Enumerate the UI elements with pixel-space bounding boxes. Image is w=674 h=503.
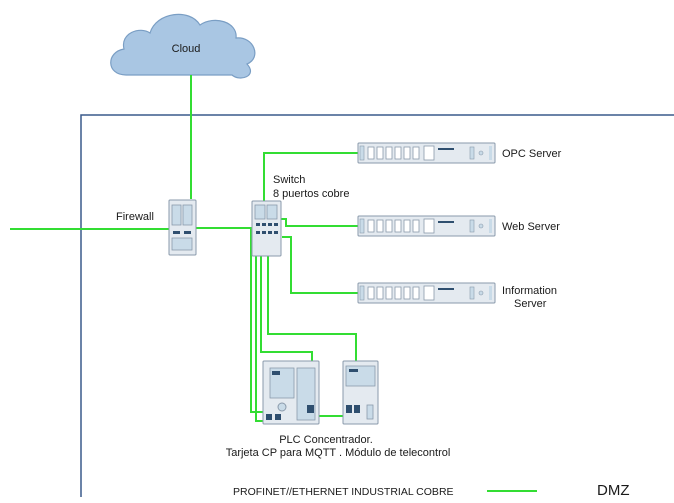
plc-label-line2: Tarjeta CP para MQTT . Módulo de telecon…	[226, 447, 451, 459]
cloud-icon	[110, 13, 256, 79]
dmz-zone-border	[80, 114, 674, 497]
link-switch-opc-server	[263, 152, 358, 212]
switch-label-line1: Switch	[273, 174, 305, 186]
link-switch-plc-a	[250, 227, 267, 413]
firewall-label: Firewall	[116, 211, 154, 223]
opc-server: OPC Server	[357, 142, 562, 164]
firewall-device: Firewall	[116, 199, 197, 256]
link-switch-information-server	[282, 236, 358, 294]
telecontrol-module	[342, 360, 379, 425]
opc-server-label: OPC Server	[502, 148, 562, 160]
dmz-label: DMZ	[597, 482, 630, 499]
switch-label-line2: 8 puertos cobre	[273, 188, 349, 200]
information-server-label-line1: Information	[502, 285, 557, 297]
web-server: Web Server	[357, 215, 560, 237]
link-switch-web-server	[272, 218, 358, 227]
information-server: Information Server	[357, 282, 557, 310]
web-server-label: Web Server	[502, 221, 560, 233]
legend-label: PROFINET//ETHERNET INDUSTRIAL COBRE	[233, 486, 454, 498]
cloud: Cloud	[110, 13, 256, 79]
switch-device: Switch 8 puertos cobre	[251, 174, 349, 257]
information-server-label-line2: Server	[514, 298, 547, 310]
cloud-label: Cloud	[172, 43, 201, 55]
plc-concentrator	[262, 360, 320, 425]
plc-label-line1: PLC Concentrador.	[279, 434, 373, 446]
